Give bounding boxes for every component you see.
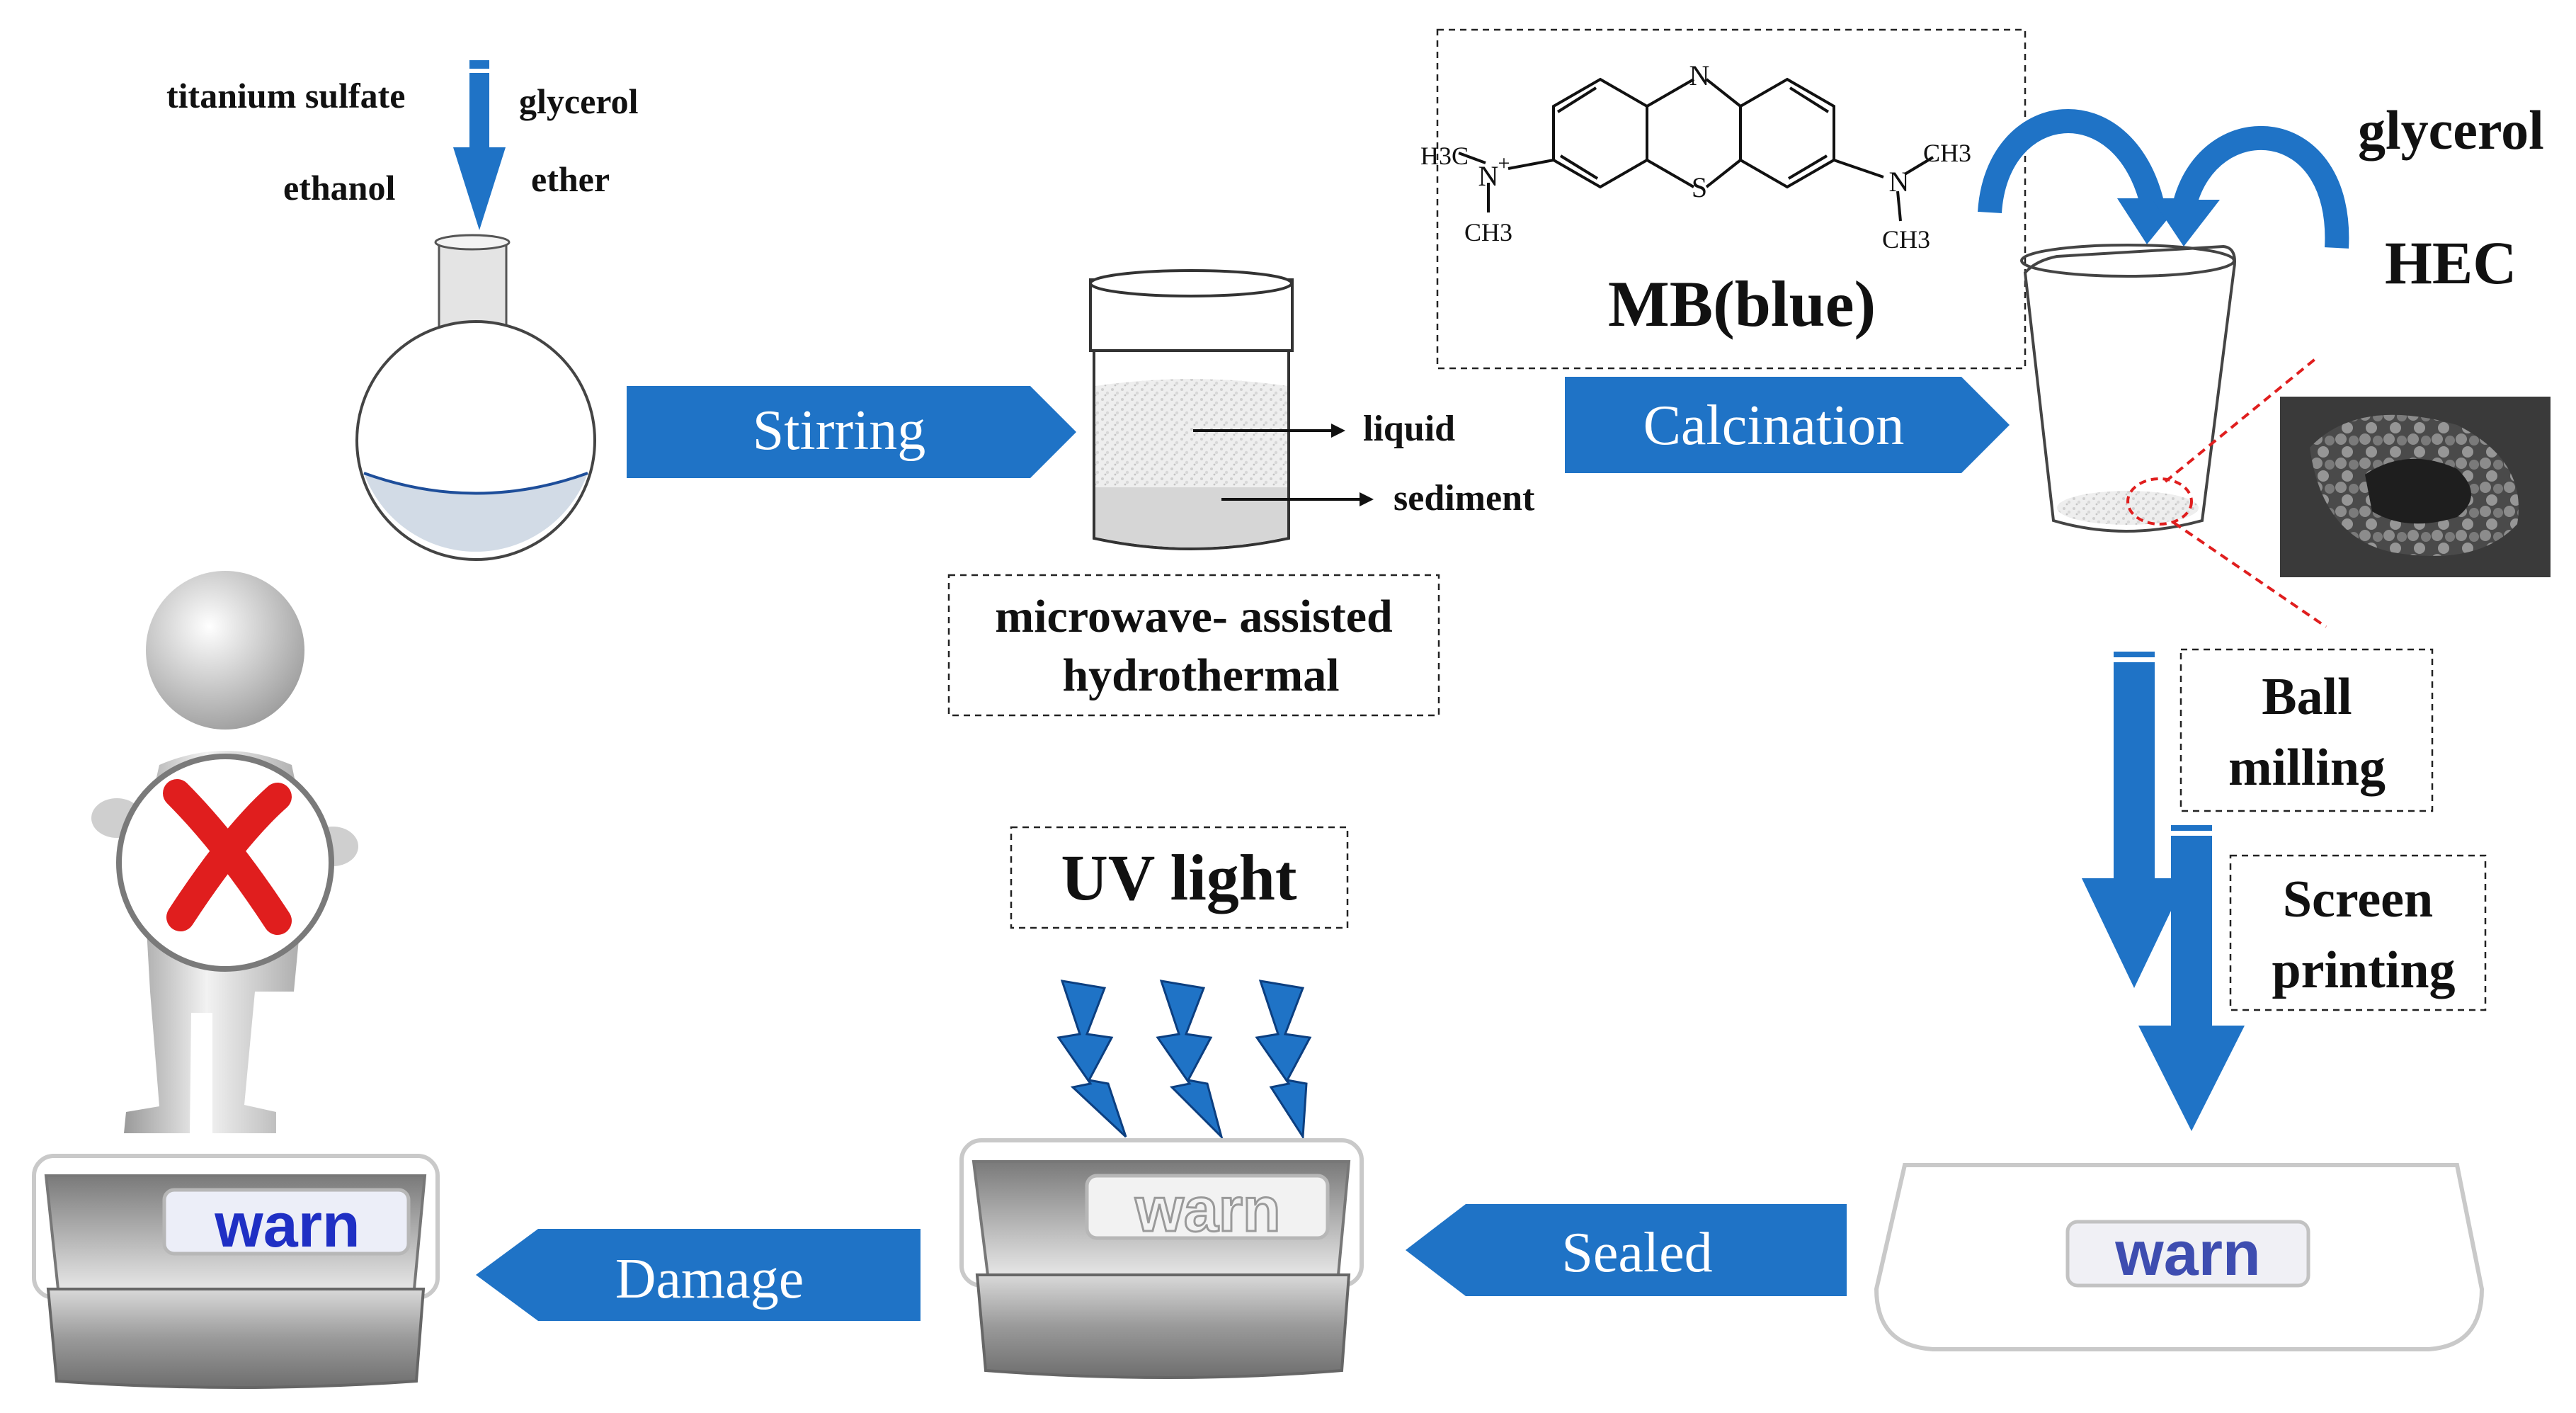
- atom-s: S: [1692, 171, 1707, 203]
- sediment-label: sediment: [1394, 478, 1535, 518]
- left-amine-n: N: [1478, 160, 1499, 192]
- molecule-name: MB(blue): [1608, 268, 1876, 340]
- beaker: [2020, 244, 2236, 533]
- curved-arrow-left: [1978, 109, 2184, 244]
- reagent-arrow: [453, 60, 506, 230]
- methylene-blue-structure: [1458, 77, 1934, 222]
- cross-icon: [163, 779, 292, 935]
- reaction-vial: [1089, 269, 1294, 550]
- methyl-ch3-right-top: CH3: [1923, 139, 1971, 167]
- right-amine-n: N: [1889, 166, 1910, 198]
- warn-label-damaged: warn: [214, 1190, 360, 1260]
- sealed-tray-uv: warn: [959, 1138, 1364, 1379]
- calcination-arrow: Calcination: [1565, 377, 2010, 473]
- reagent-ether: ether: [531, 159, 610, 199]
- microwave-line1: microwave- assisted: [995, 591, 1393, 642]
- screen-line2: printing: [2272, 941, 2455, 999]
- screen-line1: Screen: [2283, 870, 2433, 929]
- microwave-line2: hydrothermal: [1062, 649, 1339, 701]
- curved-arrow-right: [2153, 125, 2349, 249]
- methyl-ch3-right-bottom: CH3: [1882, 225, 1930, 254]
- ball-line2: milling: [2228, 739, 2386, 797]
- damage-label: Damage: [615, 1248, 804, 1310]
- uv-light-label: UV light: [1061, 841, 1297, 914]
- left-amine-charge: +: [1498, 152, 1510, 175]
- uv-lightning-icon-3: [1255, 980, 1312, 1140]
- stirring-label: Stirring: [753, 399, 925, 462]
- warn-label-clean: warn: [2114, 1218, 2260, 1288]
- additive-hec: HEC: [2385, 229, 2517, 297]
- reagent-glycerol: glycerol: [519, 81, 639, 121]
- screen-printing-arrow: [2138, 825, 2245, 1131]
- sealed-label: Sealed: [1561, 1222, 1712, 1284]
- round-bottom-flask: [355, 234, 596, 561]
- reagent-ethanol: ethanol: [283, 168, 395, 208]
- sem-callout: [2126, 356, 2327, 628]
- liquid-pointer: [1193, 424, 1345, 438]
- printed-substrate: warn: [1874, 1163, 2485, 1351]
- uv-lightning-icon-1: [1056, 980, 1127, 1138]
- warn-label-uv: warn: [1134, 1174, 1280, 1244]
- uv-light-box: UV light: [1010, 826, 1349, 929]
- damaged-tray: warn: [32, 1154, 440, 1389]
- methyl-ch3-left: CH3: [1464, 218, 1512, 246]
- additive-glycerol: glycerol: [2358, 99, 2544, 161]
- sediment-pointer: [1221, 492, 1374, 506]
- calcination-label: Calcination: [1643, 395, 1905, 457]
- uv-lightning-icon-2: [1156, 980, 1224, 1141]
- ball-milling-arrow: [2082, 652, 2187, 988]
- atom-n-top: N: [1689, 59, 1710, 91]
- liquid-label: liquid: [1363, 409, 1455, 449]
- stirring-arrow: Stirring: [627, 386, 1076, 478]
- reagent-titanium-sulfate: titanium sulfate: [166, 76, 406, 115]
- molecule-box: [1436, 28, 2027, 370]
- screen-printing-box: Screen printing: [2229, 854, 2487, 1011]
- microwave-box: microwave- assisted hydrothermal: [947, 574, 1440, 717]
- ball-milling-box: Ball milling: [2179, 648, 2434, 812]
- warning-figure: [91, 571, 358, 1133]
- damage-arrow: Damage: [476, 1229, 921, 1321]
- methyl-h3c: H3C: [1420, 142, 1469, 170]
- sealed-arrow: Sealed: [1406, 1204, 1847, 1296]
- sem-image: [2280, 397, 2551, 577]
- ball-line1: Ball: [2262, 668, 2352, 726]
